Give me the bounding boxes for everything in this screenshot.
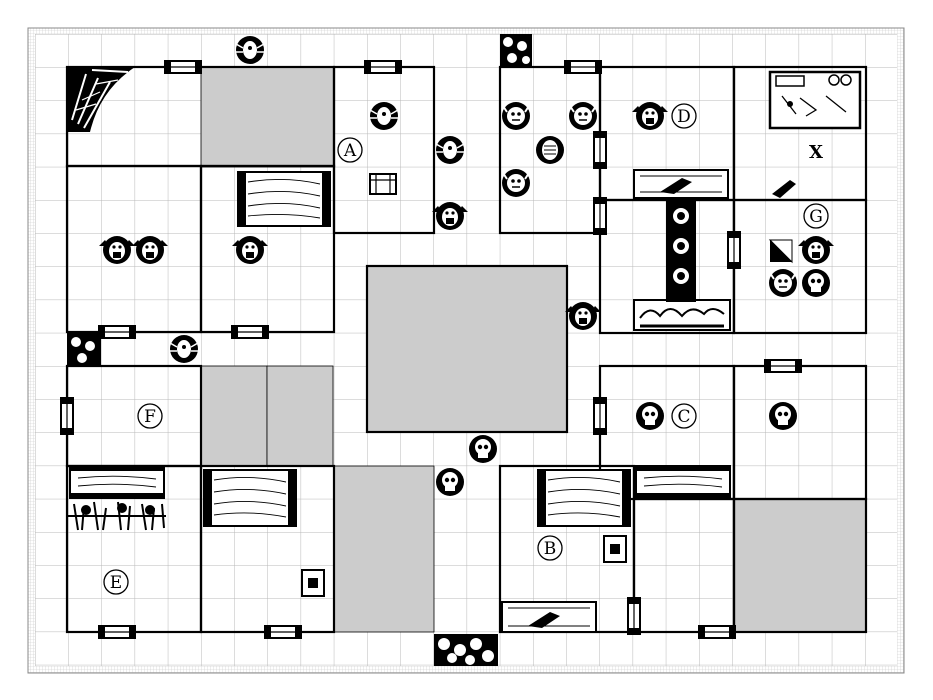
alchemist-bench-icon xyxy=(768,70,862,130)
svg-text:E: E xyxy=(110,573,122,593)
treasure-chest-icon xyxy=(301,569,325,597)
svg-text:C: C xyxy=(677,407,690,427)
fireplace-icon xyxy=(633,169,729,199)
svg-text:B: B xyxy=(544,539,557,559)
door-icon[interactable] xyxy=(164,60,202,74)
table-icon xyxy=(69,465,165,499)
svg-text:F: F xyxy=(144,407,156,427)
spider-icon[interactable] xyxy=(435,136,465,164)
blocked-area xyxy=(333,465,435,633)
room-label-d: D xyxy=(671,103,697,129)
door-icon[interactable] xyxy=(727,231,741,269)
door-icon[interactable] xyxy=(264,625,302,639)
door-icon[interactable] xyxy=(593,131,607,169)
door-icon[interactable] xyxy=(231,325,269,339)
gargoyle-icon[interactable] xyxy=(432,202,468,230)
svg-text:D: D xyxy=(677,107,691,127)
blocked-area xyxy=(200,66,335,168)
tomb-icon xyxy=(666,200,696,302)
skull-icon[interactable] xyxy=(636,402,664,430)
door-icon[interactable] xyxy=(593,197,607,235)
room-wall xyxy=(365,264,569,434)
fimir-icon[interactable] xyxy=(132,236,168,264)
svg-text:A: A xyxy=(343,141,357,161)
door-icon[interactable] xyxy=(364,60,402,74)
skull-icon[interactable] xyxy=(769,402,797,430)
room-label-g: G xyxy=(803,203,829,229)
spider-icon[interactable] xyxy=(169,335,199,363)
treasure-chest-icon xyxy=(603,535,627,563)
door-icon[interactable] xyxy=(98,625,136,639)
stairway-icon xyxy=(67,67,135,132)
room-labels: A B C D E F G X xyxy=(103,103,829,595)
table-icon xyxy=(237,171,331,227)
gargoyle-icon[interactable] xyxy=(798,236,834,264)
fimir-icon[interactable] xyxy=(632,102,668,130)
mummy-icon[interactable] xyxy=(536,136,564,164)
blocked-area xyxy=(733,498,867,633)
door-icon[interactable] xyxy=(764,359,802,373)
doors xyxy=(60,60,802,639)
blocked-area xyxy=(266,365,334,467)
table-icon xyxy=(203,469,297,527)
spider-icon[interactable] xyxy=(235,36,265,64)
trap-icon xyxy=(768,239,793,264)
svg-text:G: G xyxy=(809,207,823,227)
fireplace-icon xyxy=(633,299,731,331)
door-icon[interactable] xyxy=(98,325,136,339)
skull-icon[interactable] xyxy=(436,468,464,496)
orc-icon[interactable] xyxy=(502,102,530,130)
door-icon[interactable] xyxy=(564,60,602,74)
room-label-b: B xyxy=(537,535,563,561)
furniture xyxy=(67,34,862,666)
room-label-e: E xyxy=(103,569,129,595)
gargoyle-icon[interactable] xyxy=(565,302,601,330)
rubble-icon xyxy=(67,332,101,366)
tool-icon xyxy=(772,180,796,198)
blocked-area xyxy=(200,365,268,467)
door-icon[interactable] xyxy=(698,625,736,639)
skull-icon[interactable] xyxy=(469,435,497,463)
goblin-icon[interactable] xyxy=(769,269,797,297)
treasure-chest-icon xyxy=(369,173,397,195)
weapons-rack-icon xyxy=(68,501,166,531)
goblin-icon[interactable] xyxy=(502,169,530,197)
blocked-area xyxy=(366,265,568,433)
monsters xyxy=(99,36,834,496)
spider-icon[interactable] xyxy=(369,102,399,130)
fimir-icon[interactable] xyxy=(99,236,135,264)
special-marker-x: X xyxy=(809,142,823,163)
room-label-a: A xyxy=(337,137,363,163)
door-icon[interactable] xyxy=(60,397,74,435)
room-label-f: F xyxy=(137,403,163,429)
blocked-areas xyxy=(200,66,867,633)
rubble-icon xyxy=(500,34,532,68)
table-icon xyxy=(537,469,631,527)
fireplace-icon xyxy=(501,601,597,633)
room-label-c: C xyxy=(671,403,697,429)
skull-icon[interactable] xyxy=(802,269,830,297)
orc-icon[interactable] xyxy=(569,102,597,130)
rubble-icon xyxy=(434,634,498,666)
table-icon xyxy=(635,465,731,499)
fimir-icon[interactable] xyxy=(232,236,268,264)
door-icon[interactable] xyxy=(627,597,641,635)
door-icon[interactable] xyxy=(593,397,607,435)
